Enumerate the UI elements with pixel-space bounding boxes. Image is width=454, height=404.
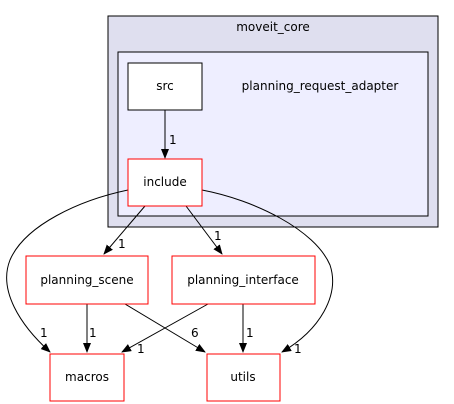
edge-include-planning-scene — [103, 205, 146, 255]
edge-label-include-planning-scene: 1 — [118, 237, 126, 251]
cluster-moveit-core-label: moveit_core — [236, 20, 310, 34]
node-planning-interface-label: planning_interface — [187, 273, 299, 287]
edge-label-src-include: 1 — [169, 133, 177, 147]
edge-label-planning-interface-macros: 1 — [137, 342, 145, 356]
edges — [6, 110, 334, 353]
node-src-box — [127, 62, 203, 111]
edge-label-include-utils: 1 — [294, 342, 302, 356]
edge-label-planning-interface-utils: 1 — [246, 326, 254, 340]
node-src-label: src — [156, 79, 174, 93]
edge-include-planning-interface — [185, 205, 223, 255]
node-include-label: include — [143, 175, 186, 189]
node-planning-interface-box — [171, 255, 316, 305]
edge-include-utils — [201, 189, 334, 353]
edge-labels: 1 1 1 1 1 1 6 1 1 — [40, 133, 302, 356]
edge-include-macros — [6, 189, 129, 353]
edge-planning-interface-macros — [121, 303, 209, 353]
edge-label-planning-scene-macros: 1 — [89, 326, 97, 340]
node-macros-label: macros — [65, 370, 109, 384]
node-include-box — [127, 158, 203, 207]
node-src[interactable]: src — [127, 62, 203, 111]
node-utils-box — [206, 353, 281, 402]
node-include[interactable]: include — [127, 158, 203, 207]
cluster-planning-request-adapter-label: planning_request_adapter — [242, 79, 399, 93]
edge-label-planning-scene-utils: 6 — [191, 326, 199, 340]
node-planning-scene[interactable]: planning_scene — [25, 255, 149, 305]
node-planning-scene-label: planning_scene — [40, 273, 133, 287]
node-planning-scene-box — [25, 255, 149, 305]
node-macros[interactable]: macros — [49, 353, 125, 402]
node-macros-box — [49, 353, 125, 402]
edge-label-include-macros: 1 — [40, 326, 48, 340]
node-utils[interactable]: utils — [206, 353, 281, 402]
edge-label-include-planning-interface: 1 — [214, 229, 222, 243]
node-utils-label: utils — [230, 370, 255, 384]
node-planning-interface[interactable]: planning_interface — [171, 255, 316, 305]
